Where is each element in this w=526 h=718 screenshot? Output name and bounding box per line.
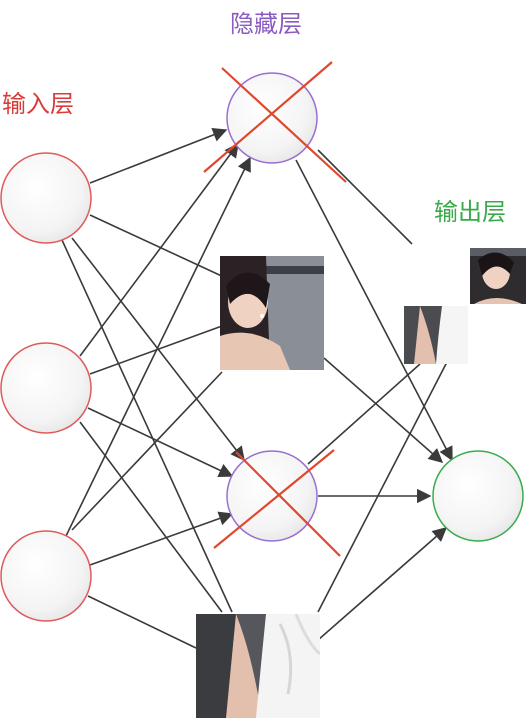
photo-hidden-node-4: [196, 614, 320, 718]
edge-hidden4-output: [317, 527, 448, 641]
output-layer-label: 输出层: [434, 198, 506, 226]
edge-input1-hidden1: [89, 127, 228, 184]
edge-hidden1-output-a: [317, 149, 413, 245]
edge-input3-hidden4: [87, 595, 197, 649]
edge-input1-hidden2: [89, 214, 227, 279]
edge-input2-hidden4: [79, 421, 223, 613]
edge-hidden4-outputtop: [317, 359, 449, 613]
edge-input3-hidden1: [65, 156, 251, 537]
edge-input3-hidden2: [71, 371, 223, 531]
edge-input1-hidden4: [61, 239, 233, 613]
edge-hidden2-output: [323, 357, 444, 463]
photo-output-top: [404, 248, 526, 364]
hidden-layer-label: 隐藏层: [230, 10, 302, 38]
input-layer-label: 输入层: [2, 90, 74, 118]
edge-input2-hidden3: [87, 407, 234, 477]
edge-hidden1-output-b: [295, 159, 453, 462]
dropout-cross-hidden-1: [203, 61, 347, 183]
edge-hidden3-outputtop: [307, 363, 421, 465]
dropout-cross-hidden-3: [213, 449, 341, 557]
edge-input3-hidden3: [89, 511, 234, 566]
photo-hidden-node-2: [220, 256, 324, 370]
input-node-2: [0, 342, 92, 434]
input-node-3: [0, 530, 92, 622]
input-node-1: [0, 152, 92, 244]
edge-input2-hidden1: [79, 142, 239, 357]
output-node: [432, 450, 524, 542]
connection-arrows: [61, 127, 453, 649]
